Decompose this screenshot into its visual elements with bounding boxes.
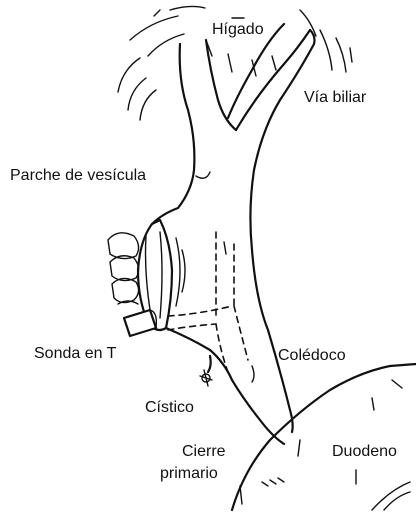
fat-lobules — [108, 233, 139, 304]
label-cierre: Cierre — [182, 442, 226, 462]
label-duodeno: Duodeno — [332, 442, 397, 462]
label-coledoco: Colédoco — [278, 346, 346, 366]
duodenum-outline — [232, 364, 416, 510]
label-cistico: Cístico — [145, 398, 194, 418]
bile-duct-outline — [152, 24, 315, 444]
label-higado: Hígado — [212, 20, 264, 40]
label-via-biliar: Vía biliar — [304, 88, 366, 108]
label-primario: primario — [160, 464, 218, 484]
cystic-ligature — [200, 356, 212, 386]
t-tube — [124, 310, 156, 336]
label-parche-vesicula: Parche de vesícula — [10, 166, 146, 186]
label-sonda-en-t: Sonda en T — [34, 344, 116, 364]
